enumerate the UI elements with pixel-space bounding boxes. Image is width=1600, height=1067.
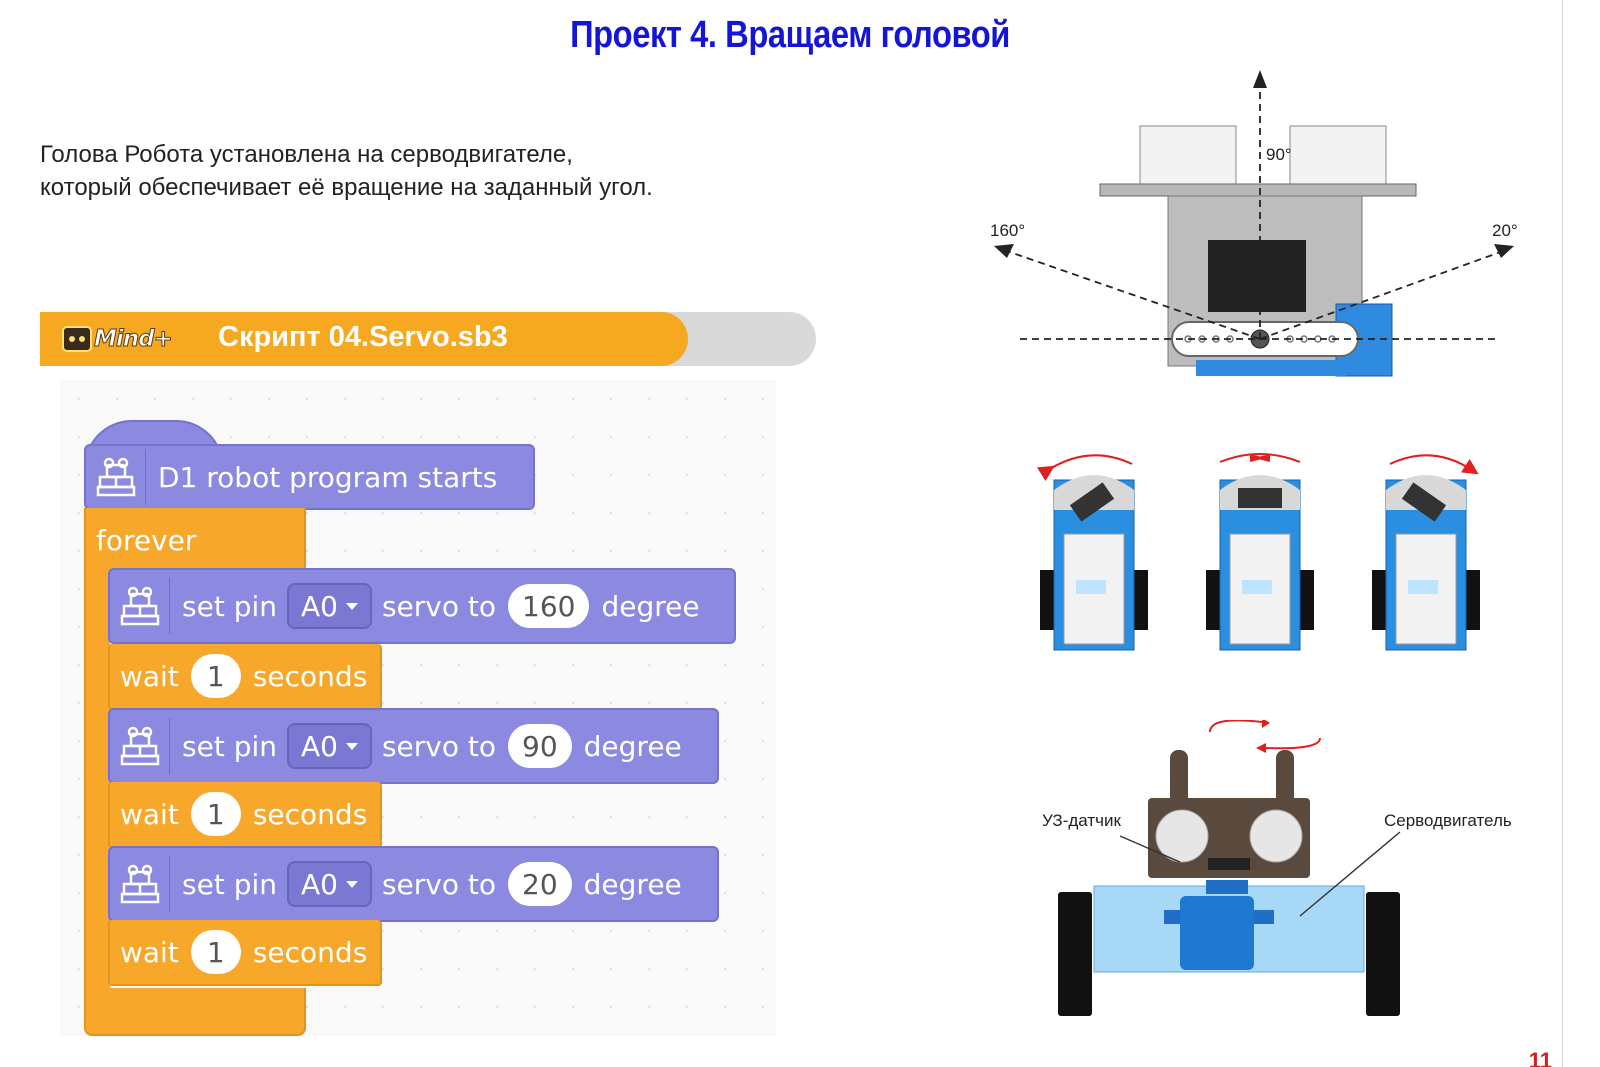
sensor-box-left xyxy=(1139,125,1237,189)
mindplus-logo: Mind+ xyxy=(60,320,174,360)
wheel-right xyxy=(1366,892,1400,1016)
script-banner xyxy=(40,312,688,366)
robot-left xyxy=(1036,454,1148,651)
wait-seconds-input[interactable]: 1 xyxy=(190,654,241,698)
wait-label: wait xyxy=(120,659,179,693)
forever-block[interactable]: forever xyxy=(84,508,306,574)
dropdown-arrow-icon xyxy=(345,880,358,888)
angle-input[interactable]: 20 xyxy=(508,862,572,906)
servo-motor xyxy=(1180,896,1254,970)
seconds-label: seconds xyxy=(252,659,368,693)
servo-label: Серводвигатель xyxy=(1384,811,1512,830)
page-number: 11 xyxy=(1528,1048,1552,1067)
dropdown-arrow-icon xyxy=(345,742,358,750)
sensor-eye-left xyxy=(1155,809,1209,863)
set-pin-label: set pin xyxy=(182,867,277,901)
sensor-connector xyxy=(1208,858,1250,870)
servo-block-2[interactable]: set pin A0 servo to 90 degree xyxy=(108,708,719,784)
intro-line-1: Голова Робота установлена на серводвигат… xyxy=(40,141,573,168)
angle-input[interactable]: 160 xyxy=(508,584,590,628)
arrow-90-icon xyxy=(1253,70,1267,88)
servo-block-3[interactable]: set pin A0 servo to 20 degree xyxy=(108,846,719,922)
forever-label: forever xyxy=(96,523,197,557)
wait-label: wait xyxy=(120,797,179,831)
wait-block-3[interactable]: wait 1 seconds xyxy=(108,920,382,986)
leader-lines xyxy=(1119,831,1401,917)
seconds-label: seconds xyxy=(252,935,368,969)
degree-label: degree xyxy=(583,729,682,763)
mount-plate xyxy=(1099,183,1417,197)
pin-value: A0 xyxy=(301,867,338,901)
angle-20-label: 20° xyxy=(1492,221,1518,240)
servo-to-label: servo to xyxy=(381,589,497,623)
degree-label: degree xyxy=(583,867,682,901)
robot-top-views xyxy=(1036,453,1480,651)
antenna-left xyxy=(1170,750,1188,810)
script-title: Скрипт 04.Servo.sb3 xyxy=(218,321,508,353)
servo-neck xyxy=(1206,880,1248,894)
mindplus-robot-icon xyxy=(62,326,92,352)
robot-right xyxy=(1372,454,1480,651)
set-pin-label: set pin xyxy=(182,589,277,623)
wait-block-2[interactable]: wait 1 seconds xyxy=(108,782,382,848)
hat-block-program-start[interactable]: D1 robot program starts xyxy=(84,444,535,510)
robot-icon xyxy=(86,449,146,505)
wait-seconds-input[interactable]: 1 xyxy=(190,930,241,974)
servo-to-label: servo to xyxy=(381,867,497,901)
wait-block-1[interactable]: wait 1 seconds xyxy=(108,644,382,710)
arrow-160-icon xyxy=(994,244,1014,258)
wait-seconds-input[interactable]: 1 xyxy=(190,792,241,836)
page-edge-line xyxy=(1562,0,1563,1067)
mindplus-logo-text: Mind+ xyxy=(94,326,174,353)
robot-icon xyxy=(110,856,170,912)
servo-to-label: servo to xyxy=(381,729,497,763)
seconds-label: seconds xyxy=(252,797,368,831)
page-title: Проект 4. Вращаем головой xyxy=(570,14,1010,56)
angle-input[interactable]: 90 xyxy=(508,724,572,768)
sensor-label: УЗ-датчик xyxy=(1042,811,1121,830)
rotation-arrows-icon xyxy=(1209,720,1321,750)
robot-center xyxy=(1206,453,1314,651)
servo-block-1[interactable]: set pin A0 servo to 160 degree xyxy=(108,568,736,644)
pin-dropdown[interactable]: A0 xyxy=(287,723,372,769)
angle-lines xyxy=(1003,82,1507,340)
wheel-left xyxy=(1058,892,1092,1016)
sensor-box-right xyxy=(1289,125,1387,189)
angle-90-label: 90° xyxy=(1266,145,1292,164)
robot-front-view: УЗ-датчик Серводвигатель xyxy=(1042,720,1512,1016)
forever-block-end xyxy=(84,988,306,1036)
intro-text: Голова Робота установлена на серводвигат… xyxy=(40,138,653,204)
hat-block-label: D1 robot program starts xyxy=(158,460,498,494)
forever-block-arm xyxy=(84,560,110,994)
degree-label: degree xyxy=(601,589,700,623)
robot-icon xyxy=(110,578,170,634)
set-pin-label: set pin xyxy=(182,729,277,763)
angle-160-label: 160° xyxy=(990,221,1025,240)
arrow-20-icon xyxy=(1494,244,1514,258)
pin-value: A0 xyxy=(301,729,338,763)
wait-label: wait xyxy=(120,935,179,969)
intro-line-2: который обеспечивает её вращение на зада… xyxy=(40,174,653,201)
antenna-right xyxy=(1276,750,1294,810)
dropdown-arrow-icon xyxy=(345,602,358,610)
pin-dropdown[interactable]: A0 xyxy=(287,583,372,629)
pin-value: A0 xyxy=(301,589,338,623)
servo-base xyxy=(1196,360,1346,376)
sensor-eye-right xyxy=(1249,809,1303,863)
servo-angle-diagram: 90° 160° 20° xyxy=(990,70,1518,377)
bracket-window xyxy=(1208,240,1306,312)
pin-dropdown[interactable]: A0 xyxy=(287,861,372,907)
robot-icon xyxy=(110,718,170,774)
